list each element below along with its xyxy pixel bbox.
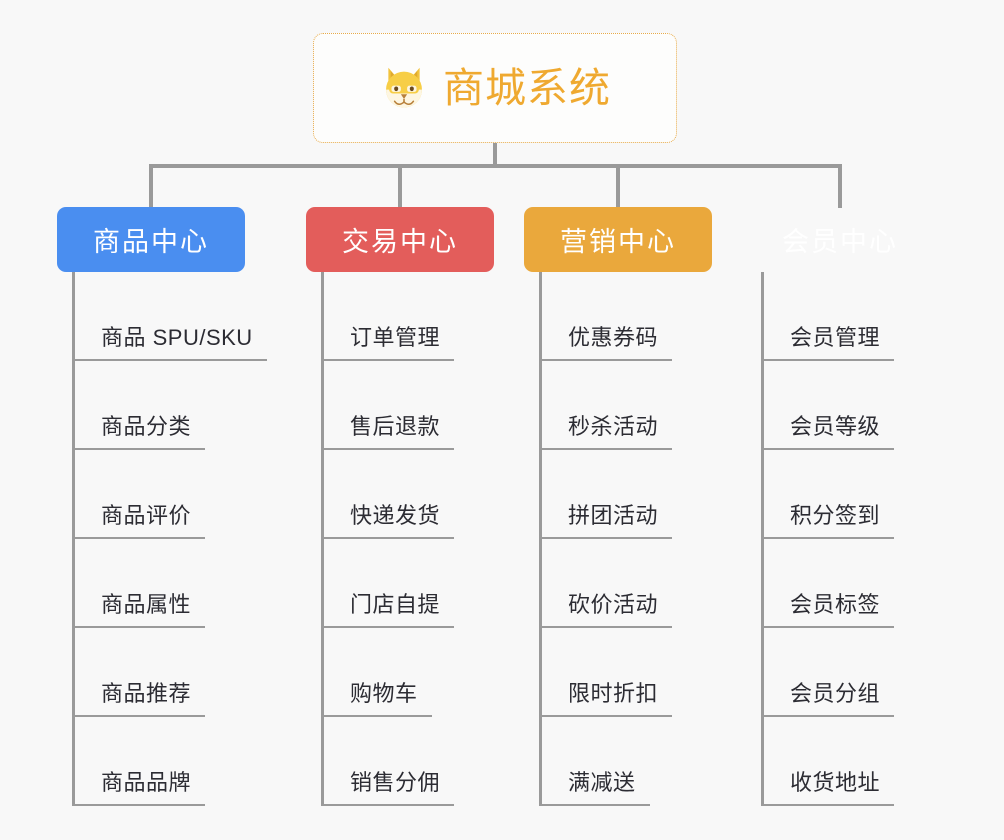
leaf-item[interactable]: 会员管理 xyxy=(764,272,936,361)
leaf-item-label: 会员等级 xyxy=(764,409,895,450)
leaf-item[interactable]: 拼团活动 xyxy=(542,450,714,539)
leaf-item-label: 收货地址 xyxy=(764,765,895,806)
column-trunk-2: 订单管理售后退款快递发货门店自提购物车销售分佣 xyxy=(321,272,496,806)
leaf-item[interactable]: 优惠券码 xyxy=(542,272,714,361)
leaf-item-label: 限时折扣 xyxy=(542,676,673,717)
leaf-item-label: 满减送 xyxy=(542,765,650,806)
connector-stem xyxy=(493,143,497,168)
leaf-item[interactable]: 商品 SPU/SKU xyxy=(75,272,267,361)
connector-drop-4 xyxy=(838,164,842,208)
leaf-item[interactable]: 收货地址 xyxy=(764,717,936,806)
connector-bus xyxy=(149,164,842,168)
leaf-item-label: 优惠券码 xyxy=(542,320,673,361)
leaf-item-label: 商品分类 xyxy=(75,409,206,450)
leaf-item[interactable]: 快递发货 xyxy=(324,450,496,539)
leaf-item-label: 会员分组 xyxy=(764,676,895,717)
root-title: 商城系统 xyxy=(443,64,611,111)
leaf-item[interactable]: 销售分佣 xyxy=(324,717,496,806)
leaf-item-label: 秒杀活动 xyxy=(542,409,673,450)
leaf-item-label: 商品推荐 xyxy=(75,676,206,717)
column-product: 商品中心商品 SPU/SKU 商品分类商品评价商品属性商品推荐商品品牌 xyxy=(57,207,267,806)
column-trunk-1: 商品 SPU/SKU 商品分类商品评价商品属性商品推荐商品品牌 xyxy=(72,272,267,806)
leaf-item-label: 快递发货 xyxy=(324,498,455,539)
leaf-item[interactable]: 商品评价 xyxy=(75,450,247,539)
column-header-4[interactable]: 会员中心 xyxy=(782,227,898,257)
leaf-item[interactable]: 商品品牌 xyxy=(75,717,247,806)
leaf-item[interactable]: 会员标签 xyxy=(764,539,936,628)
leaf-item[interactable]: 秒杀活动 xyxy=(542,361,714,450)
connector-drop-2 xyxy=(398,164,402,208)
leaf-item[interactable]: 限时折扣 xyxy=(542,628,714,717)
leaf-item-label: 购物车 xyxy=(324,676,432,717)
leaf-item[interactable]: 商品属性 xyxy=(75,539,247,628)
leaf-item-label: 订单管理 xyxy=(324,320,455,361)
leaf-item-label: 商品品牌 xyxy=(75,765,206,806)
leaf-item[interactable]: 会员分组 xyxy=(764,628,936,717)
leaf-item-label: 商品评价 xyxy=(75,498,206,539)
leaf-item[interactable]: 砍价活动 xyxy=(542,539,714,628)
leaf-item-label: 销售分佣 xyxy=(324,765,455,806)
leaf-item-label: 拼团活动 xyxy=(542,498,673,539)
column-header-1[interactable]: 商品中心 xyxy=(57,207,245,272)
leaf-item-label: 门店自提 xyxy=(324,587,455,628)
leaf-item[interactable]: 积分签到 xyxy=(764,450,936,539)
leaf-item-label: 会员管理 xyxy=(764,320,895,361)
column-header-2[interactable]: 交易中心 xyxy=(306,207,494,272)
leaf-item-label: 商品属性 xyxy=(75,587,206,628)
leaf-item[interactable]: 商品推荐 xyxy=(75,628,247,717)
leaf-item[interactable]: 售后退款 xyxy=(324,361,496,450)
leaf-item[interactable]: 满减送 xyxy=(542,717,714,806)
leaf-item-label: 积分签到 xyxy=(764,498,895,539)
leaf-item[interactable]: 订单管理 xyxy=(324,272,496,361)
column-trunk-4: 会员管理会员等级积分签到会员标签会员分组收货地址 xyxy=(761,272,936,806)
leaf-item-label: 商品 SPU/SKU xyxy=(75,320,267,361)
leaf-item-label: 砍价活动 xyxy=(542,587,673,628)
leaf-item[interactable]: 会员等级 xyxy=(764,361,936,450)
connector-drop-3 xyxy=(616,164,620,208)
leaf-item-label: 售后退款 xyxy=(324,409,455,450)
column-member: 会员中心会员管理会员等级积分签到会员标签会员分组收货地址 xyxy=(746,207,936,806)
root-node[interactable]: 商城系统 xyxy=(313,33,677,143)
leaf-item[interactable]: 购物车 xyxy=(324,628,496,717)
column-trade: 交易中心订单管理售后退款快递发货门店自提购物车销售分佣 xyxy=(306,207,496,806)
leaf-item[interactable]: 门店自提 xyxy=(324,539,496,628)
leaf-item[interactable]: 商品分类 xyxy=(75,361,247,450)
column-trunk-3: 优惠券码秒杀活动拼团活动砍价活动限时折扣满减送 xyxy=(539,272,714,806)
leaf-item-label: 会员标签 xyxy=(764,587,895,628)
connector-drop-1 xyxy=(149,164,153,208)
column-header-3[interactable]: 营销中心 xyxy=(524,207,712,272)
shiba-inu-icon xyxy=(386,67,422,108)
column-marketing: 营销中心优惠券码秒杀活动拼团活动砍价活动限时折扣满减送 xyxy=(524,207,714,806)
